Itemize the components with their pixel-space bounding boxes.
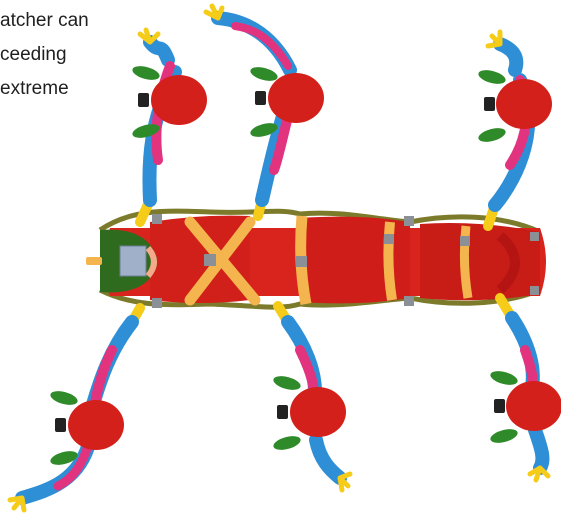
carrier-top-middle (206, 6, 324, 216)
carrier-bottom-left (10, 308, 140, 510)
stretcher (86, 211, 546, 308)
carrier-top-right (477, 32, 552, 226)
carrier-bottom-right (489, 298, 561, 480)
carrier-bottom-middle (272, 306, 350, 490)
carrier-top-left (131, 30, 207, 222)
